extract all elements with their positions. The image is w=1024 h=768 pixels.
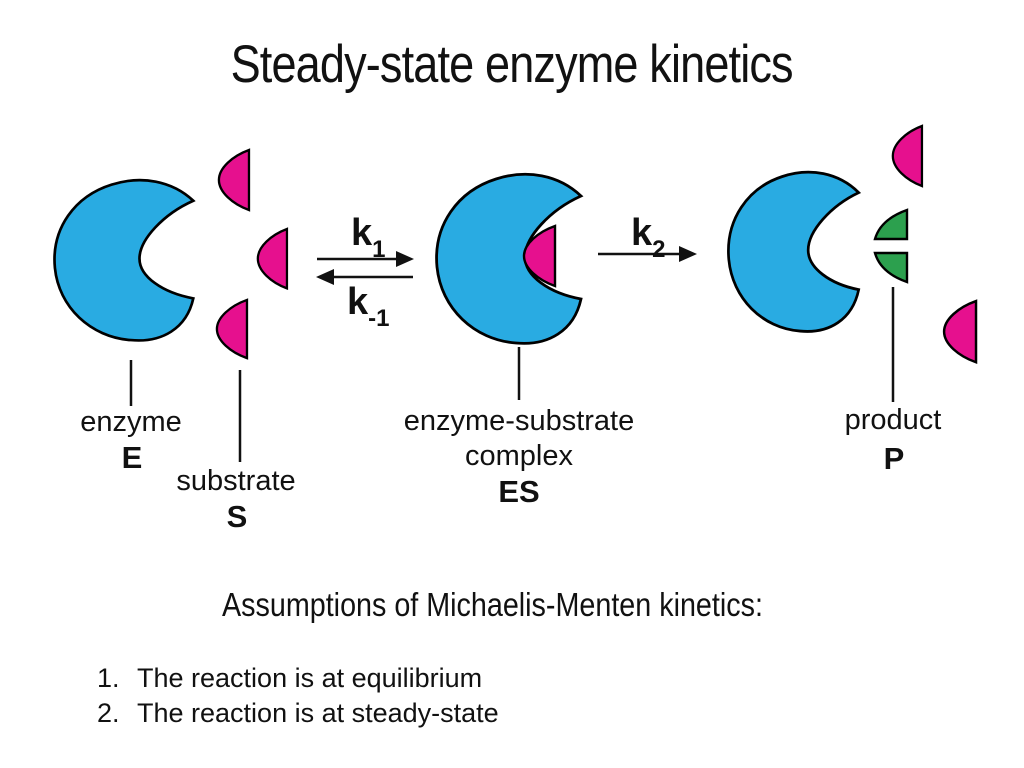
- product-label: product: [844, 404, 942, 436]
- substrate-symbol: S: [226, 499, 248, 534]
- k2-subscript: 2: [652, 236, 665, 263]
- substrate-shape-middle: [256, 227, 289, 290]
- product-piece-top: [873, 208, 909, 241]
- substrate-shape-top: [217, 148, 251, 212]
- assumptions-heading: Assumptions of Michaelis-Menten kinetics…: [222, 586, 763, 623]
- list-item-text: The reaction is at equilibrium: [137, 663, 483, 693]
- list-item-text: The reaction is at steady-state: [137, 698, 499, 728]
- complex-label-line1: enzyme-substrate: [403, 405, 635, 437]
- k1-subscript: 1: [372, 236, 385, 263]
- k2-arrow-head: [679, 246, 697, 262]
- k-minus-1-base: k: [347, 281, 369, 323]
- product-enzyme-shape: [727, 170, 861, 333]
- complex-label-line2: complex: [465, 440, 573, 472]
- substrate-shape-bottom: [215, 298, 249, 360]
- forward-arrow-head: [396, 251, 414, 267]
- substrate-shape-product-top: [891, 124, 924, 188]
- assumptions-heading-row: Assumptions of Michaelis-Menten kinetics…: [222, 586, 844, 624]
- substrate-shape-product-bottom: [942, 299, 978, 364]
- list-item: 1. The reaction is at equilibrium: [97, 661, 499, 696]
- substrate-label: substrate: [176, 465, 296, 497]
- k-minus-1-subscript: -1: [368, 305, 389, 332]
- es-enzyme-shape: [435, 172, 583, 345]
- k2-base: k: [631, 212, 653, 254]
- slide-title: Steady-state enzyme kinetics: [230, 35, 794, 94]
- k1-label: k1: [351, 212, 386, 263]
- enzyme-shape: [53, 178, 195, 342]
- enzyme-label: enzyme: [80, 406, 182, 438]
- k-minus-1-label: k-1: [347, 281, 389, 332]
- slide-title-row: Steady-state enzyme kinetics: [0, 34, 1024, 95]
- k1-base: k: [351, 212, 373, 254]
- list-item-number: 1.: [97, 663, 120, 693]
- k2-label: k2: [631, 212, 666, 263]
- product-piece-bottom: [873, 251, 909, 284]
- enzyme-symbol: E: [121, 440, 143, 475]
- product-symbol: P: [883, 441, 905, 476]
- complex-symbol: ES: [498, 474, 540, 509]
- reverse-arrow-head: [316, 269, 334, 285]
- assumptions-list: 1. The reaction is at equilibrium 2. The…: [97, 661, 499, 731]
- list-item-number: 2.: [97, 698, 120, 728]
- list-item: 2. The reaction is at steady-state: [97, 696, 499, 731]
